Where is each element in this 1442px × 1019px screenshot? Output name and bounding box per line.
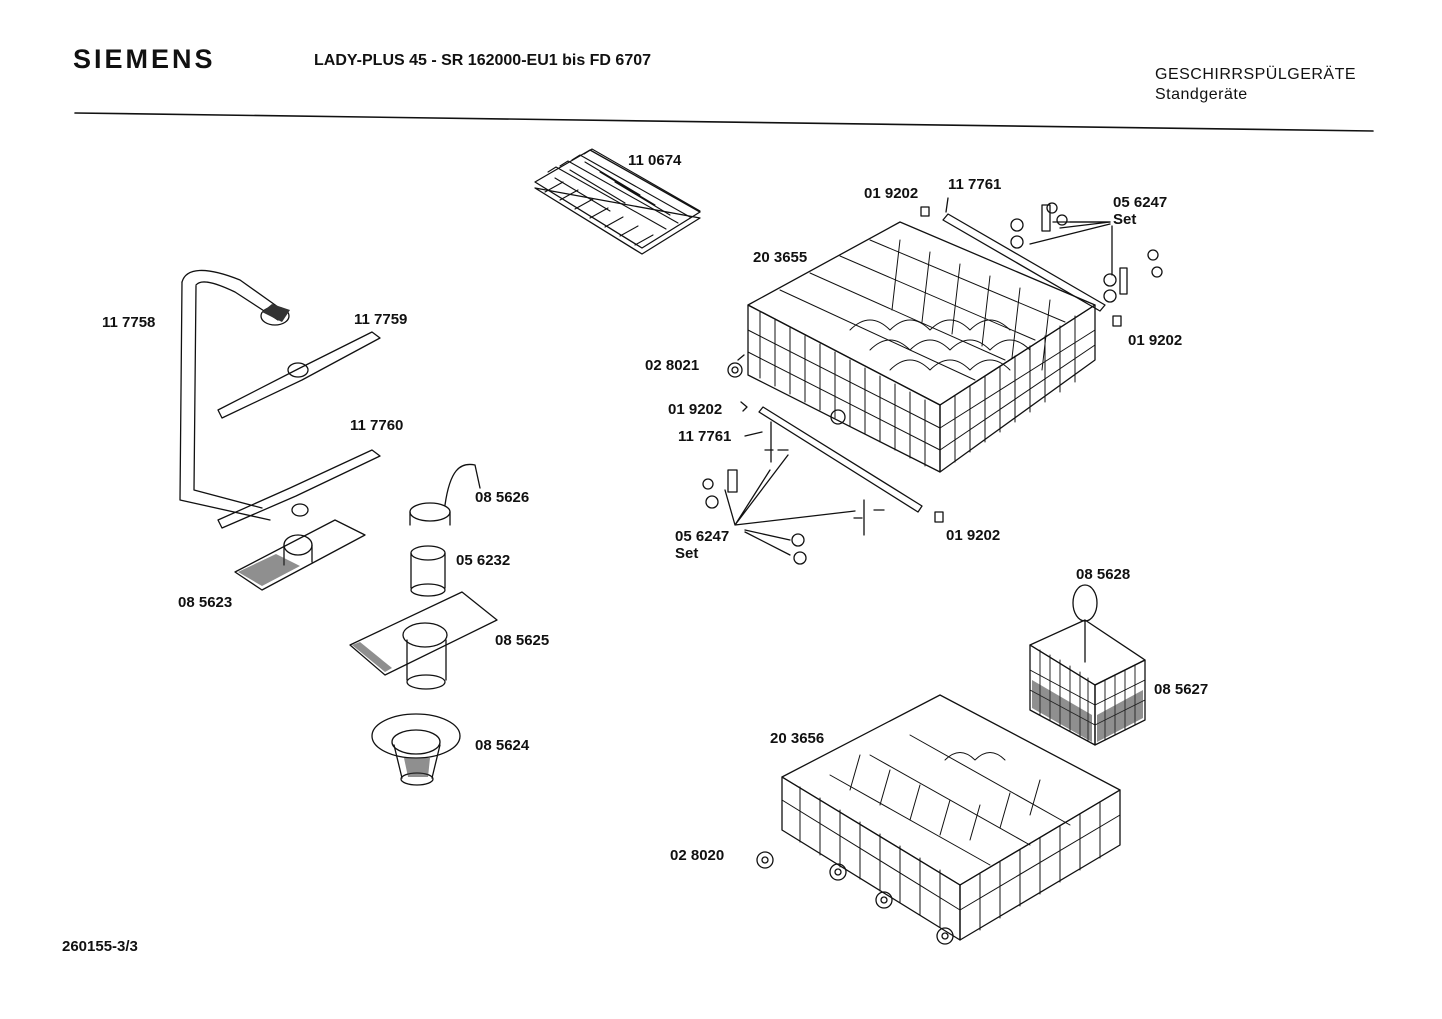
flat-filter-hatch bbox=[352, 642, 392, 672]
roller-set-bottom-number: 05 6247 bbox=[675, 528, 730, 545]
part-label-rail-bottom: 11 7761 bbox=[678, 428, 732, 445]
flat-filter-drawing bbox=[349, 591, 498, 690]
upper-basket-drawing bbox=[747, 221, 1096, 473]
part-label-rail-clip-bottom-right: 01 9202 bbox=[946, 527, 1001, 544]
appliance-category: GESCHIRRSPÜLGERÄTE Standgeräte bbox=[1155, 65, 1356, 105]
rail-bottom-drawing bbox=[702, 406, 944, 565]
part-label-supply-pipe: 11 7758 bbox=[102, 314, 156, 331]
roller-set-top-drawing bbox=[1010, 202, 1163, 303]
basket-roller-lower-drawing bbox=[756, 851, 774, 869]
part-label-roller-set-bottom: 05 6247 Set bbox=[675, 528, 729, 562]
part-label-filter-holder: 08 5626 bbox=[475, 489, 530, 506]
part-label-cutlery-basket-handle: 08 5628 bbox=[1076, 566, 1131, 583]
part-label-spray-arm-base: 08 5623 bbox=[178, 594, 233, 611]
part-label-cutlery-basket: 08 5627 bbox=[1154, 681, 1209, 698]
roller-set-top-number: 05 6247 bbox=[1113, 194, 1168, 211]
category-title: GESCHIRRSPÜLGERÄTE bbox=[1155, 66, 1357, 83]
pipe-nozzle-fill bbox=[262, 304, 290, 322]
part-label-rail-clip-right: 01 9202 bbox=[1128, 332, 1183, 349]
spray-base-hatch bbox=[238, 554, 300, 586]
part-label-microfilter: 08 5624 bbox=[475, 737, 530, 754]
upper-spray-arm-drawing bbox=[217, 331, 381, 419]
supply-pipe-drawing bbox=[179, 269, 290, 521]
model-designation: LADY-PLUS 45 - SR 162000-EU1 bis FD 6707 bbox=[314, 52, 652, 69]
lower-basket-drawing bbox=[781, 694, 1121, 945]
part-label-lower-spray-arm: 11 7760 bbox=[350, 417, 404, 434]
brand-logo: SIEMENS bbox=[73, 44, 216, 74]
lower-spray-arm-drawing bbox=[217, 449, 381, 529]
basket-rollers-upper-drawing bbox=[727, 354, 748, 412]
cutlery-basket-hatch-right bbox=[1097, 690, 1143, 742]
part-label-lower-basket: 20 3656 bbox=[770, 730, 825, 747]
drawing-reference-number: 260155-3/3 bbox=[62, 938, 138, 955]
roller-set-bottom-set: Set bbox=[675, 545, 699, 562]
microfilter-hatch bbox=[404, 758, 430, 777]
header-divider bbox=[74, 112, 1374, 132]
cutlery-basket-drawing bbox=[1029, 584, 1146, 746]
part-label-flat-filter: 08 5625 bbox=[495, 632, 550, 649]
part-label-rail-clip-top: 01 9202 bbox=[864, 185, 919, 202]
part-label-roller-set-top: 05 6247 Set bbox=[1113, 194, 1167, 228]
part-label-basket-roller-lower: 02 8020 bbox=[670, 847, 725, 864]
part-label-basket-roller-upper: 02 8021 bbox=[645, 357, 700, 374]
filter-insert-drawing bbox=[410, 545, 446, 597]
part-label-rail-clip-left: 01 9202 bbox=[668, 401, 723, 418]
part-label-upper-spray-arm: 11 7759 bbox=[354, 311, 408, 328]
category-subtitle: Standgeräte bbox=[1155, 86, 1248, 103]
part-label-filter-insert: 05 6232 bbox=[456, 552, 511, 569]
rail-top-drawing bbox=[920, 197, 1122, 327]
cutlery-rack-insert-drawing bbox=[534, 148, 701, 255]
part-label-rail-top: 11 7761 bbox=[948, 176, 1002, 193]
filter-holder-drawing bbox=[409, 463, 481, 526]
part-label-cutlery-rack-insert: 11 0674 bbox=[628, 152, 682, 169]
cutlery-basket-hatch bbox=[1032, 680, 1092, 742]
roller-set-top-set: Set bbox=[1113, 211, 1137, 228]
part-label-upper-basket: 20 3655 bbox=[753, 249, 808, 266]
